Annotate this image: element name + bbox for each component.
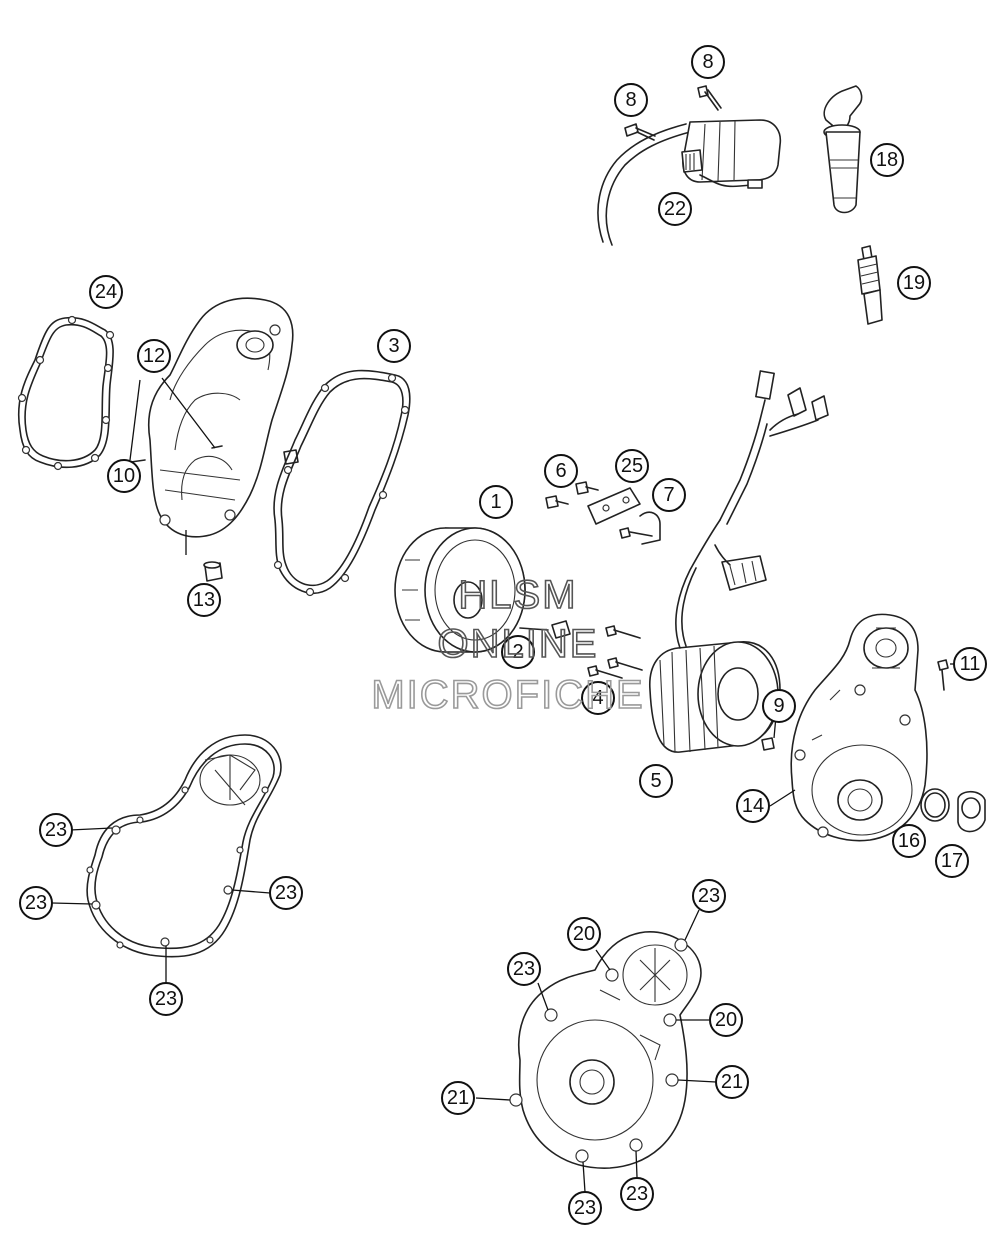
svg-text:7: 7 [663,484,674,506]
callout-2: 2 [501,635,535,669]
callout-23-center-bottom-right: 23 [620,1177,654,1211]
svg-text:23: 23 [45,819,67,841]
svg-text:21: 21 [447,1087,469,1109]
callout-24: 24 [89,275,123,309]
watermark-line-3: MICROFICHE [371,673,644,717]
svg-text:8: 8 [625,89,636,111]
callout-8-left: 8 [614,83,648,117]
callout-21-left: 21 [441,1081,475,1115]
callout-23-center-top: 23 [692,879,726,913]
watermark-line-2: ONLINE [438,622,599,666]
svg-text:9: 9 [773,695,784,717]
plug-17 [957,790,986,833]
gasket-24 [17,315,115,471]
svg-text:23: 23 [25,892,47,914]
svg-text:20: 20 [573,923,595,945]
svg-text:22: 22 [664,198,686,220]
svg-text:18: 18 [876,149,898,171]
svg-text:5: 5 [650,770,661,792]
callout-7: 7 [652,478,686,512]
bolts-6 [545,481,599,509]
callout-4: 4 [581,681,615,715]
svg-text:2: 2 [512,641,523,663]
svg-text:14: 14 [742,795,764,817]
ignition-coil [597,119,782,246]
callout-20-top: 20 [567,917,601,951]
bolt-8-left [624,123,656,141]
callout-3: 3 [377,329,411,363]
callout-23-center-bottom-left: 23 [568,1191,602,1225]
svg-text:1: 1 [490,491,501,513]
svg-text:10: 10 [113,465,135,487]
callout-11: 11 [953,647,987,681]
svg-text:20: 20 [715,1009,737,1031]
callout-6: 6 [544,454,578,488]
callout-13: 13 [187,583,221,617]
callout-23-lower-left-bottom: 23 [149,982,183,1016]
callout-23-lower-left-top: 23 [39,813,73,847]
callout-8-top: 8 [691,45,725,79]
callout-1: 1 [479,485,513,519]
callout-18: 18 [870,143,904,177]
cable-clip-7 [619,511,661,545]
cover-bolt-view [509,931,702,1169]
inner-cover-10 [130,297,299,538]
o-ring-16 [920,788,950,822]
callout-19: 19 [897,266,931,300]
svg-text:8: 8 [702,51,713,73]
svg-text:17: 17 [941,850,963,872]
callout-5: 5 [639,764,673,798]
svg-text:23: 23 [626,1183,648,1205]
svg-text:16: 16 [898,830,920,852]
flywheel-1 [394,527,526,653]
svg-text:21: 21 [721,1071,743,1093]
callout-23-center-left: 23 [507,952,541,986]
svg-text:24: 24 [95,281,117,303]
gasket-3 [273,369,411,597]
callout-22: 22 [658,192,692,226]
outer-cover-14 [790,613,928,842]
stator-bolts-4 [587,625,643,679]
svg-text:12: 12 [143,345,165,367]
callout-14: 14 [736,789,770,823]
spark-plug [857,245,883,325]
svg-text:13: 13 [193,589,215,611]
watermark: HLSM ONLINE MICROFICHE [371,572,644,718]
svg-text:23: 23 [574,1197,596,1219]
svg-text:6: 6 [555,460,566,482]
callout-21-right: 21 [715,1065,749,1099]
callout-17: 17 [935,844,969,878]
callout-16: 16 [892,824,926,858]
dowel-13 [185,530,223,582]
callout-23-lower-left-right: 23 [269,876,303,910]
bolt-8-top [697,85,722,111]
callout-10: 10 [107,459,141,493]
svg-text:11: 11 [960,653,981,675]
svg-text:23: 23 [513,958,535,980]
svg-text:4: 4 [592,687,603,709]
svg-text:3: 3 [388,335,399,357]
watermark-line-1: HLSM [458,573,577,617]
stator-5 [649,370,829,753]
callout-23-lower-left-left: 23 [19,886,53,920]
cable-plate-25 [587,487,641,525]
cover-gasket-view [86,734,282,958]
svg-text:23: 23 [698,885,720,907]
key-2 [519,620,571,639]
callout-25: 25 [615,449,649,483]
leader-lines [51,377,796,1193]
svg-text:23: 23 [155,988,177,1010]
svg-text:19: 19 [903,272,925,294]
svg-text:25: 25 [621,455,643,477]
callout-20-right: 20 [709,1003,743,1037]
callout-12: 12 [137,339,171,373]
callout-9: 9 [762,689,796,723]
spark-plug-cap [823,85,863,214]
svg-text:23: 23 [275,882,297,904]
